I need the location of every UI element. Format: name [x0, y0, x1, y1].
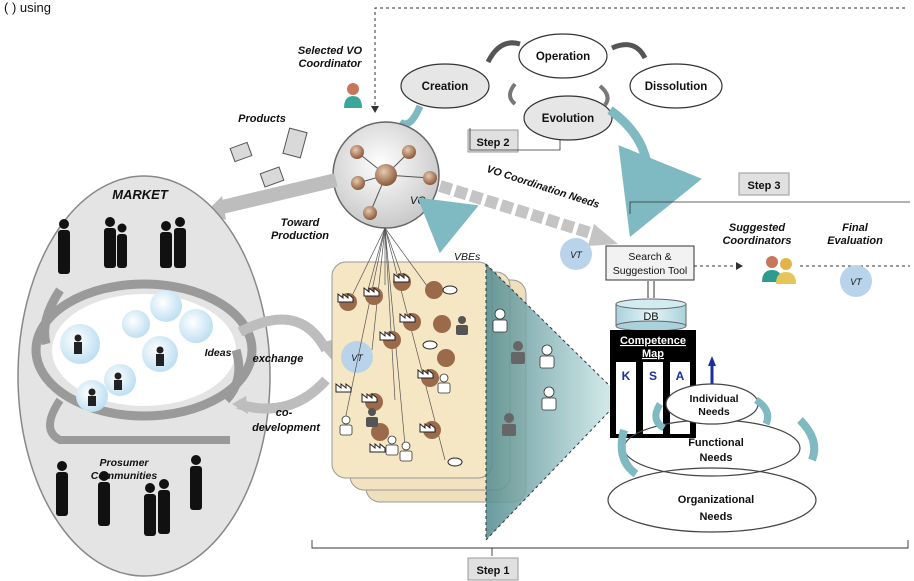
development-label: development [252, 422, 321, 434]
step2-box [467, 129, 519, 153]
prosumer-label: Prosumer [99, 457, 149, 469]
step1-bracket [311, 540, 909, 549]
coordinators-label: Coordinators [722, 235, 791, 247]
k-label: K [622, 369, 631, 383]
vo-coordination-needs-arrow [438, 180, 602, 242]
selected-coordinator-label-2: Coordinator [299, 58, 363, 70]
market-label: MARKET [112, 187, 169, 202]
top-caption-fragment: ( ) using [4, 0, 51, 15]
map-label: Map [642, 348, 664, 360]
step3-box [738, 172, 790, 196]
db-label: DB [643, 311, 658, 323]
coordinator-person-icon [344, 83, 362, 108]
evolution-node [523, 95, 613, 141]
evaluation-label: Evaluation [827, 235, 883, 247]
products-label: Products [238, 113, 286, 125]
needs-spiral: Individual Needs Functional Needs Organi… [607, 383, 819, 533]
suggested-coordinators-icon [762, 256, 796, 284]
vbe-vt-circle [341, 341, 373, 373]
dissolution-label: Dissolution [645, 81, 708, 93]
co-development-arrow [236, 376, 330, 414]
suggested-label: Suggested [729, 222, 786, 234]
selected-coordinator-label-1: Selected VO [298, 45, 363, 57]
step2-label: Step 2 [476, 137, 509, 149]
cycle-arrow-3 [508, 82, 517, 106]
market-people-icons [56, 217, 202, 536]
ideas-label: Ideas [205, 347, 232, 359]
cycle-arrow-4 [598, 84, 610, 107]
final-vt-circle [840, 265, 872, 297]
a-label: A [676, 369, 685, 383]
individual-needs-label: Needs [698, 406, 730, 418]
cycle-arrow-2 [611, 42, 648, 60]
competence-label: Competence [620, 335, 686, 347]
vbes-label: VBEs [454, 251, 481, 263]
vo-circle: VO [332, 121, 440, 229]
market-ellipse: MARKET [17, 175, 271, 577]
toward-production-arrow [216, 173, 338, 215]
triangle-people [492, 308, 557, 436]
vo-label: VO [410, 195, 426, 207]
search-tool-box [605, 245, 695, 281]
production-label: Production [271, 230, 329, 242]
operation-label: Operation [536, 51, 590, 63]
step1-box [467, 557, 519, 581]
exchange-arrow [237, 314, 331, 353]
lifecycle-to-tool-arrow [607, 106, 702, 238]
organizational-label: Organizational [678, 494, 754, 506]
communities-label: Communities [91, 470, 158, 482]
toward-label: Toward [281, 217, 320, 229]
db-cylinder: DB [615, 298, 687, 332]
tool-vt-circle [560, 238, 592, 270]
community-bubbles [60, 290, 213, 412]
vbe-members [335, 272, 468, 467]
search-tool-label-1: Search & [628, 251, 671, 263]
evolution-label: Evolution [542, 113, 594, 125]
top-dashed-connector [371, 7, 905, 113]
operation-node [518, 33, 608, 79]
organizational-needs-label: Needs [699, 511, 732, 523]
s-label: S [649, 369, 657, 383]
creation-node [400, 63, 490, 109]
vo-lifecycle: Selected VO Coordinator Creation Operati… [298, 33, 723, 238]
individual-label: Individual [689, 393, 738, 405]
final-vt-label: VT [850, 277, 863, 287]
products-icons [229, 127, 308, 188]
exchange-label: exchange [253, 353, 304, 365]
step3-label: Step 3 [747, 180, 780, 192]
co-label: co- [276, 407, 293, 419]
creation-label: Creation [422, 81, 469, 93]
functional-label: Functional [688, 437, 744, 449]
search-tool-label-2: Suggestion Tool [613, 265, 688, 277]
dissolution-node [629, 63, 723, 109]
step1-label: Step 1 [476, 565, 509, 577]
cycle-arrow-1 [485, 40, 521, 64]
tool-vt-label: VT [570, 250, 583, 260]
functional-needs-label: Needs [699, 452, 732, 464]
final-label: Final [842, 222, 869, 234]
